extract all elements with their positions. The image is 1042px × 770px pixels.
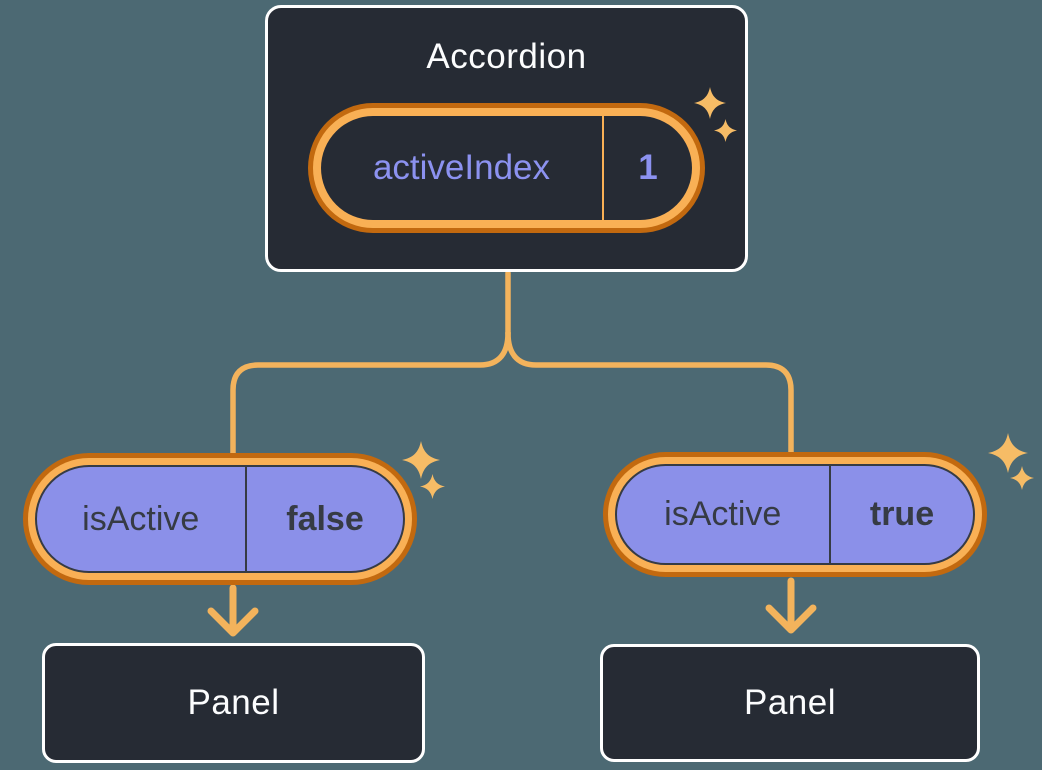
pill-divider [828,466,831,563]
sparkle-icon [988,433,1028,473]
panel-title: Panel [743,683,837,722]
prop-pill-label: isActive [82,499,200,538]
panel-title: Panel [187,683,280,722]
panel-component-box-right: Panel [600,644,980,762]
sparkle-icon [420,474,445,499]
prop-pill-value: false [286,499,364,538]
prop-pill-value: true [869,495,935,533]
sparkle-icon [714,119,737,142]
branch-right-line [505,330,794,458]
pill-body: activeIndex 1 [321,116,692,220]
pill-ring: activeIndex 1 [313,108,700,228]
arrow-down-icon [207,584,259,637]
sparkle-icon [694,87,726,119]
pill-body: isActive true [615,464,975,565]
prop-pill-isactive-true: isActive true [603,452,987,577]
accordion-component-box: Accordion activeIndex 1 [265,5,748,272]
panel-component-box-left: Panel [42,643,425,763]
arrow-down-icon [765,577,817,634]
accordion-title: Accordion [426,37,587,76]
state-pill-label: activeIndex [372,148,551,187]
prop-pill-isactive-false: isActive false [23,453,417,585]
pill-divider [602,116,604,220]
branch-left-line [230,330,511,459]
sparkle-icon [1010,466,1034,490]
pill-divider [244,467,247,571]
prop-pill-label: isActive [664,495,782,533]
sparkle-icon [402,441,440,479]
active-index-state-pill: activeIndex 1 [308,103,705,233]
pill-ring: isActive true [608,457,982,572]
pill-body: isActive false [35,465,405,573]
state-pill-value: 1 [638,148,658,187]
pill-ring: isActive false [28,458,412,580]
